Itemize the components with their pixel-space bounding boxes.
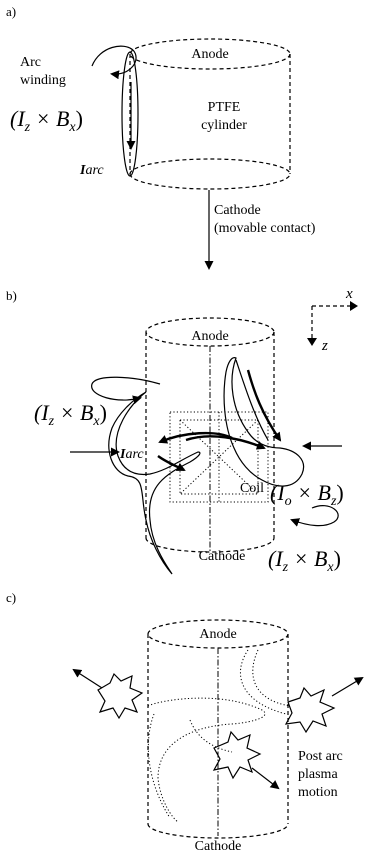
force-label-a: (Iz × Bx) — [10, 106, 83, 135]
residual-path-left — [147, 697, 266, 823]
anode-label-a: Anode — [191, 47, 228, 62]
motion-arrow-right — [331, 676, 364, 697]
rotation-arrow-top — [91, 376, 161, 405]
motion-arrow-center — [251, 767, 280, 790]
panel-a-tag: a) — [6, 4, 16, 19]
anode-label-b: Anode — [191, 329, 228, 344]
panel-c-tag: c) — [6, 590, 16, 605]
winding-arrow — [110, 49, 137, 80]
force-label-b-3: (Iz × Bx) — [268, 546, 341, 575]
cathode-label-a-2: (movable contact) — [214, 221, 316, 236]
residual-path-right — [240, 649, 287, 715]
coil-box — [169, 411, 269, 503]
panel-a: a) Anode Arc winding (Iz × Bx) PTFE cyli… — [6, 4, 316, 270]
motion-arrow-left — [72, 668, 103, 689]
panel-c: c) Anode Post arc plasma motion Cathode — [6, 590, 364, 854]
axis-z-label: z — [321, 338, 328, 354]
panel-b-tag: b) — [6, 288, 17, 303]
iarc-label-a: Iarc — [79, 163, 104, 178]
ptfe-label-1: PTFE — [208, 100, 241, 115]
axis-x-label: x — [345, 286, 353, 302]
post-arc-label-3: motion — [298, 785, 338, 800]
force-label-b-2: (Io × Bz) — [270, 480, 344, 509]
iarc-label-b: Iarc — [119, 447, 144, 462]
burst-right — [284, 686, 336, 734]
cylinder-a-bottom — [129, 173, 291, 190]
arc-arrow-top — [158, 431, 233, 444]
arc-winding-label-1: Arc — [20, 55, 41, 70]
burst-left — [97, 672, 144, 720]
rotation-arrow-bottom — [290, 505, 339, 527]
cathode-label-b: Cathode — [199, 549, 246, 564]
force-label-b-1: (Iz × Bx) — [34, 400, 107, 429]
burst-center — [212, 730, 262, 780]
panel-b: b) x z Ano — [6, 286, 358, 575]
anode-label-c: Anode — [199, 627, 236, 642]
post-arc-label-1: Post arc — [298, 749, 343, 764]
post-arc-label-2: plasma — [298, 767, 338, 782]
cathode-label-a-1: Cathode — [214, 203, 261, 218]
arc-winding-label-2: winding — [20, 73, 66, 88]
ptfe-label-2: cylinder — [201, 118, 247, 133]
arc-left — [108, 391, 201, 575]
arc-right — [223, 357, 305, 487]
arc-loop — [121, 51, 139, 177]
cathode-label-c: Cathode — [195, 839, 242, 854]
coil-label: Coil — [240, 481, 264, 496]
